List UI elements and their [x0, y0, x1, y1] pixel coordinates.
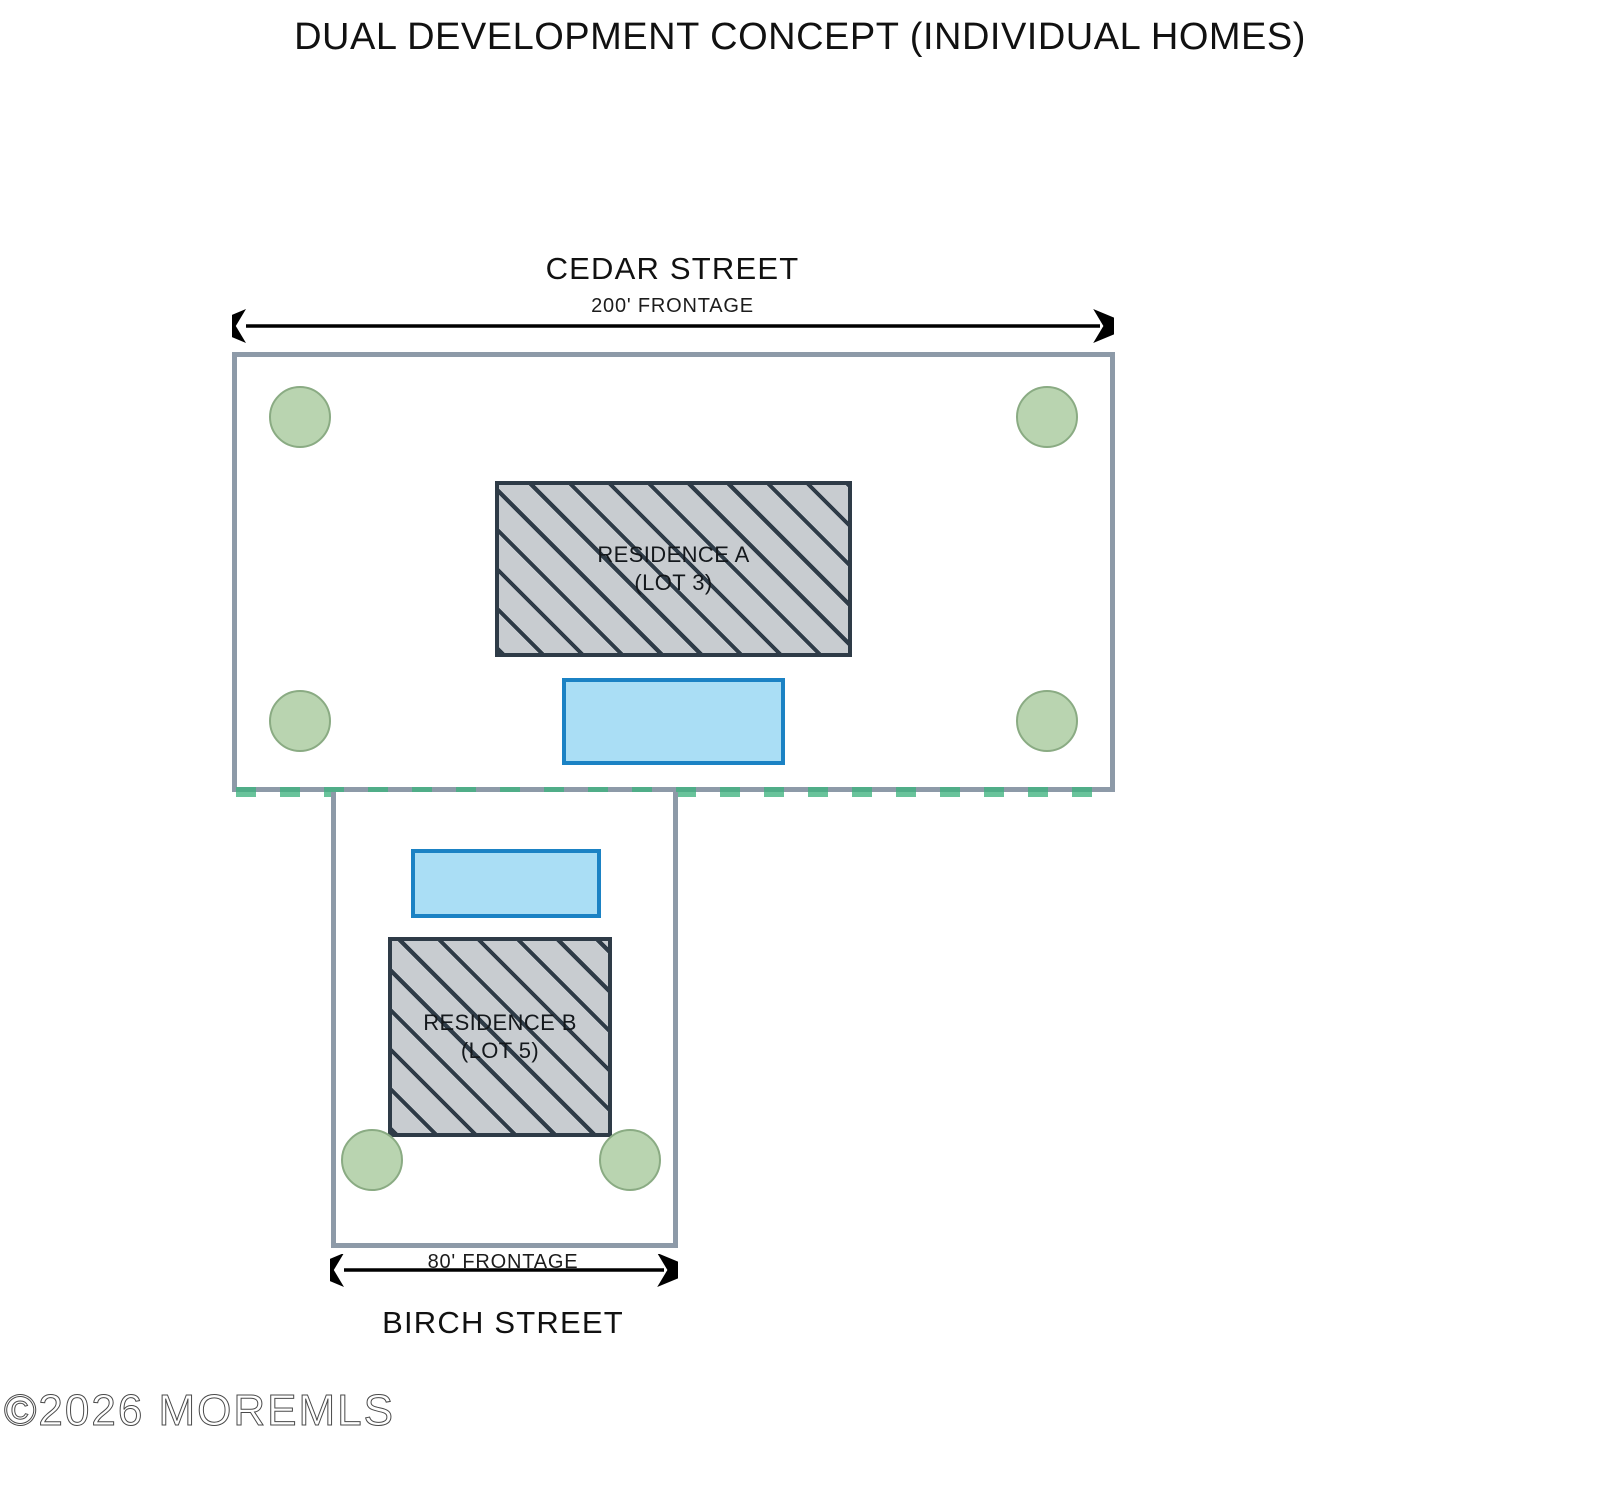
residence-a-lot: (LOT 3): [634, 570, 713, 595]
driveway-residence-b[interactable]: [411, 849, 601, 918]
residence-a-name: RESIDENCE A: [597, 541, 750, 567]
dimension-arrow-birch-frontage: [330, 1254, 678, 1287]
tree-icon: [599, 1129, 661, 1191]
building-residence-b[interactable]: RESIDENCE B (LOT 5): [388, 937, 612, 1137]
tree-icon: [269, 690, 331, 752]
dimension-arrow-cedar-frontage: [232, 309, 1114, 343]
residence-b-label-group: RESIDENCE B (LOT 5): [423, 1009, 577, 1065]
tree-icon: [1016, 690, 1078, 752]
tree-icon: [269, 386, 331, 448]
page-title: DUAL DEVELOPMENT CONCEPT (INDIVIDUAL HOM…: [294, 16, 1306, 58]
residence-b-lot: (LOT 5): [460, 1038, 540, 1063]
street-label-birch: BIRCH STREET: [382, 1305, 624, 1340]
residence-b-name: RESIDENCE B: [423, 1009, 577, 1035]
driveway-residence-a[interactable]: [562, 678, 785, 765]
copyright-watermark: ©2026 MOREMLS: [4, 1386, 395, 1436]
frontage-label-birch: 80' FRONTAGE: [427, 1251, 579, 1273]
residence-a-label-group: RESIDENCE A (LOT 3): [597, 541, 749, 597]
street-label-cedar: CEDAR STREET: [545, 251, 800, 286]
tree-icon: [1016, 386, 1078, 448]
tree-icon: [341, 1129, 403, 1191]
building-residence-a[interactable]: RESIDENCE A (LOT 3): [495, 481, 852, 657]
